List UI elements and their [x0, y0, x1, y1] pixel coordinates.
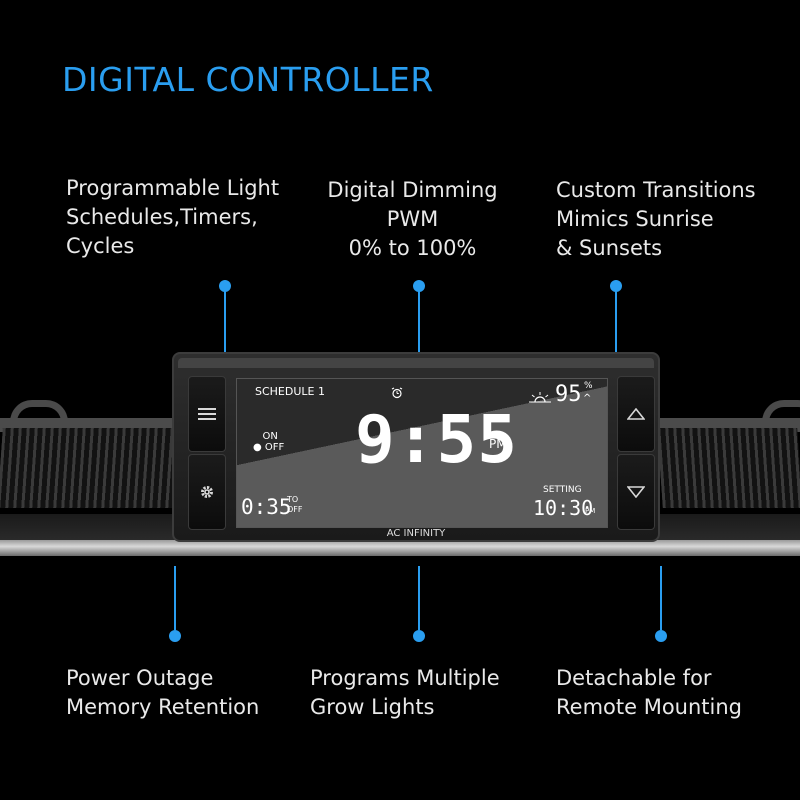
- feature-custom-transitions: Custom Transitions Mimics Sunrise & Suns…: [556, 178, 756, 260]
- on-off-indicator: ON ● OFF: [253, 431, 284, 453]
- settings-button[interactable]: [188, 454, 226, 530]
- brand-label: AC INFINITY: [386, 528, 446, 539]
- setting-time-meridiem: PM: [585, 507, 596, 515]
- callout-line-memory: [174, 566, 176, 630]
- humidity-value: 95: [555, 382, 582, 407]
- triangle-up-icon: [627, 408, 645, 420]
- callout-dot-memory: [169, 630, 181, 642]
- current-time-meridiem: PM: [489, 437, 507, 451]
- menu-icon: [198, 408, 216, 420]
- selected-dot-icon: ●: [253, 442, 265, 453]
- callout-line-schedules: [224, 286, 226, 356]
- off-label: OFF: [264, 442, 285, 453]
- on-label: ON: [262, 431, 278, 442]
- callout-dot-multiple: [413, 630, 425, 642]
- light-rail: [0, 540, 800, 556]
- triangle-down-icon: [627, 486, 645, 498]
- caret-up-icon: ^: [583, 393, 592, 404]
- gear-icon: [201, 486, 213, 498]
- sunrise-icon: [529, 388, 551, 407]
- schedule-label: SCHEDULE 1: [255, 385, 325, 398]
- callout-dot-detachable: [655, 630, 667, 642]
- heatsink-fins-left: [0, 428, 185, 508]
- countdown-off-label: OFF: [287, 505, 303, 514]
- digital-controller: SCHEDULE 1 95 % ^ ON ● OFF: [172, 352, 660, 542]
- feature-detachable: Detachable for Remote Mounting: [556, 666, 742, 719]
- feature-light-schedules: Programmable Light Schedules,Timers, Cyc…: [66, 176, 280, 258]
- countdown-time: 0:35: [241, 495, 292, 519]
- callout-line-transitions: [615, 286, 617, 356]
- feature-digital-dimming: Digital Dimming PWM 0% to 100%: [327, 178, 498, 260]
- feature-multiple-lights: Programs Multiple Grow Lights: [310, 666, 500, 719]
- page-title: DIGITAL CONTROLLER: [62, 60, 434, 99]
- heatsink-fins-right: [657, 428, 800, 508]
- down-button[interactable]: [617, 454, 655, 530]
- countdown-target: TO OFF: [287, 495, 303, 515]
- lcd-screen: SCHEDULE 1 95 % ^ ON ● OFF: [236, 378, 608, 528]
- setting-label: SETTING: [543, 485, 582, 495]
- humidity-unit: %: [584, 381, 593, 391]
- countdown-to-label: TO: [287, 495, 299, 504]
- alarm-clock-icon: [391, 384, 403, 403]
- feature-memory-retention: Power Outage Memory Retention: [66, 666, 260, 719]
- callout-line-detachable: [660, 566, 662, 630]
- setting-time: 10:30: [533, 496, 594, 520]
- up-button[interactable]: [617, 376, 655, 452]
- on-dot-spacer: [253, 431, 263, 442]
- callout-line-dimming: [418, 286, 420, 356]
- callout-line-multiple: [418, 566, 420, 630]
- menu-button[interactable]: [188, 376, 226, 452]
- current-time: 9:55: [355, 401, 518, 478]
